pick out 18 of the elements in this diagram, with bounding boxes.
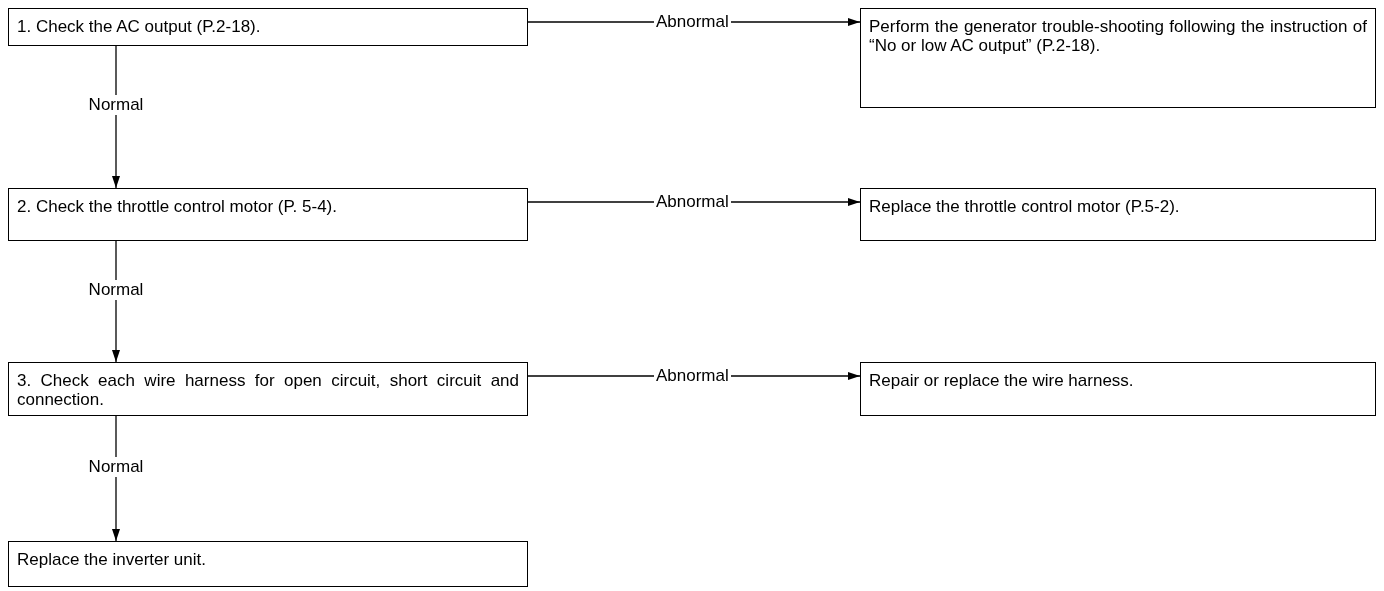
box-text: 2. Check the throttle control motor (P. 5-4). (17, 197, 338, 216)
process-box (8, 541, 528, 587)
process-box (8, 8, 528, 46)
box-text: 1. Check the AC output (P.2-18). (17, 17, 262, 36)
process-box (860, 188, 1376, 241)
process-box (860, 362, 1376, 416)
edge-label: Normal (86, 95, 146, 115)
edge-label: Normal (86, 456, 146, 477)
box-text: Replace the inverter unit. (17, 550, 207, 569)
process-box (860, 8, 1376, 108)
box-text: Perform the generator trouble-shooting following the instruction of “No or low AC output” (P.2-18). (869, 17, 1367, 55)
edge-label: Normal (86, 279, 146, 300)
process-box (8, 188, 528, 241)
process-box (8, 362, 528, 416)
box-text: 3. Check each wire harness for open circuit, short circuit and connection. (17, 371, 519, 409)
box-text: Replace the throttle control motor (P.5-2). (869, 197, 1181, 216)
box-text: Repair or replace the wire harness. (869, 371, 1135, 390)
arrow (112, 45, 120, 189)
